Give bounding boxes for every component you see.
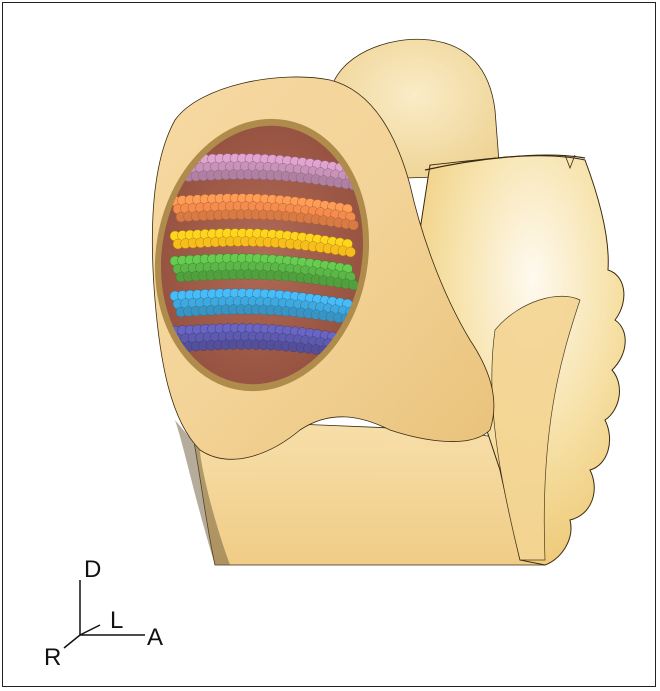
axis-label-dorsal: D [84, 556, 101, 583]
right-axis-line [64, 635, 80, 648]
orientation-axes [64, 580, 145, 648]
axis-label-anterior: A [147, 624, 163, 651]
axis-label-right: R [44, 644, 61, 671]
lateral-axis-line [80, 625, 100, 635]
fiber-dot [346, 247, 356, 257]
fiber-dot [349, 220, 359, 230]
axis-label-lateral: L [110, 607, 123, 634]
